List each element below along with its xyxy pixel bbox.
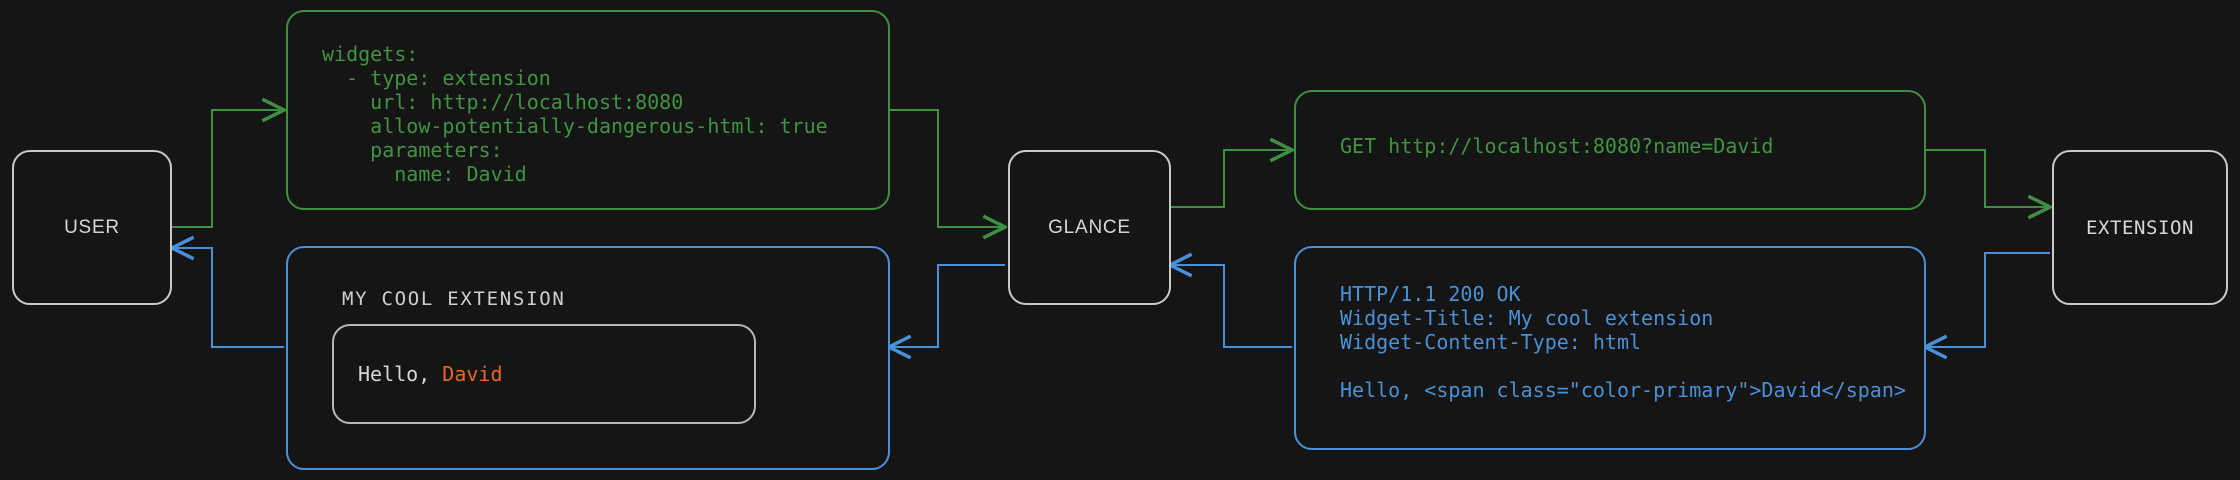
greeting-accent-name: David [442, 362, 503, 386]
node-extension[interactable]: EXTENSION [2052, 150, 2228, 305]
config-yaml-box[interactable]: widgets: - type: extension url: http://l… [286, 10, 890, 210]
edge-glance-to-request [1170, 150, 1292, 208]
config-yaml-text: widgets: - type: extension url: http://l… [322, 42, 828, 186]
edge-extension-to-response [1925, 252, 2050, 347]
node-glance[interactable]: GLANCE [1008, 150, 1171, 305]
node-user[interactable]: USER [12, 150, 172, 305]
http-request-text: GET http://localhost:8080?name=David [1340, 134, 1774, 158]
edge-widget-to-user [172, 248, 284, 348]
node-extension-label: EXTENSION [2085, 216, 2195, 239]
edge-response-to-glance [1170, 265, 1292, 348]
edge-config-to-glance [889, 109, 1005, 227]
rendered-widget-title: MY COOL EXTENSION [342, 288, 566, 310]
edge-user-to-config [172, 110, 284, 228]
rendered-widget-card: Hello, David [332, 324, 756, 424]
edge-glance-to-widget [889, 264, 1005, 347]
node-glance-label: GLANCE [1048, 216, 1131, 238]
node-user-label: USER [64, 216, 120, 238]
rendered-widget-greeting: Hello, David [358, 362, 503, 386]
http-response-box[interactable]: HTTP/1.1 200 OK Widget-Title: My cool ex… [1294, 246, 1926, 450]
rendered-widget-box[interactable]: MY COOL EXTENSION Hello, David [286, 246, 890, 470]
edge-request-to-extension [1925, 149, 2050, 207]
http-request-box[interactable]: GET http://localhost:8080?name=David [1294, 90, 1926, 210]
http-response-text: HTTP/1.1 200 OK Widget-Title: My cool ex… [1340, 282, 1906, 402]
greeting-prefix: Hello, [358, 362, 443, 386]
